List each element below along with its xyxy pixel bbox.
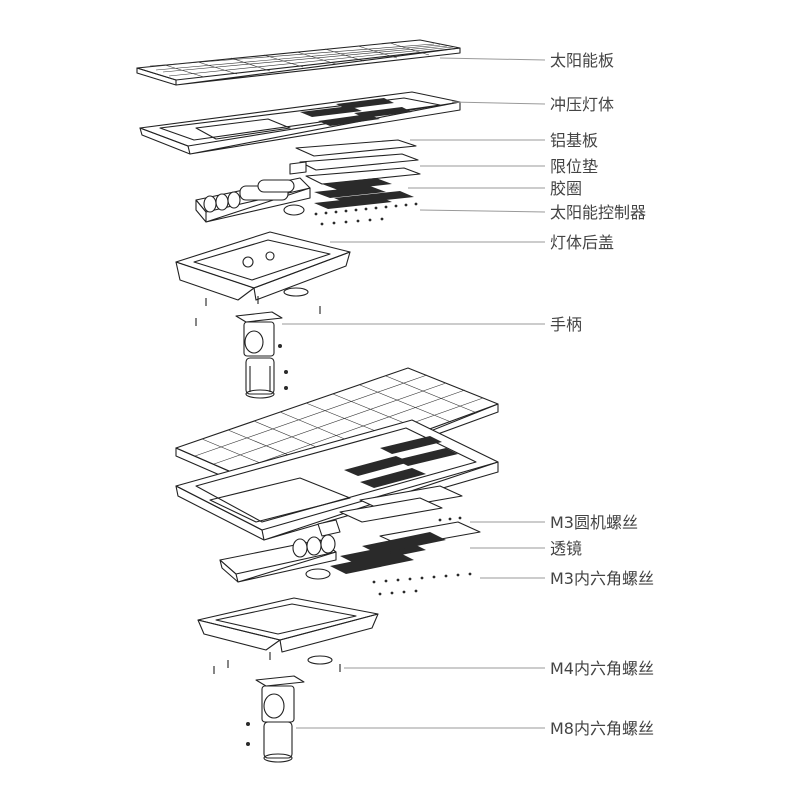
aluminum-board-stack-top [289, 139, 421, 209]
screw-row-top [314, 202, 418, 226]
label-aluminum-board: 铝基板 [550, 131, 598, 150]
screws-rear-cover-bottom [213, 652, 341, 674]
solar-controller-battery-bottom [219, 534, 337, 583]
solar-controller-battery-top [195, 177, 311, 223]
label-lamp-rear-cover: 灯体后盖 [550, 233, 614, 252]
lamp-rear-cover-bottom [197, 597, 379, 665]
solar-panel-top [136, 39, 461, 86]
lamp-rear-cover-top [175, 231, 351, 301]
screw-row-bottom [372, 516, 472, 596]
label-m4-hex-screw: M4内六角螺丝 [550, 659, 654, 678]
label-m3-round-screw: M3圆机螺丝 [550, 513, 638, 532]
label-gasket: 胶圈 [550, 179, 582, 198]
label-solar-controller: 太阳能控制器 [550, 203, 646, 222]
label-m8-hex-screw: M8内六角螺丝 [550, 719, 654, 738]
aluminum-board-stack-bottom [317, 485, 481, 574]
label-handle: 手柄 [550, 315, 582, 334]
label-stamped-lamp-body: 冲压灯体 [550, 95, 614, 114]
handle-top [235, 311, 288, 399]
label-m3-hex-screw: M3内六角螺丝 [550, 569, 654, 588]
leader-lines [282, 57, 546, 729]
label-lens: 透镜 [550, 539, 582, 558]
handle-bottom [246, 675, 305, 763]
label-solar-panel: 太阳能板 [550, 51, 614, 70]
screws-rear-cover-top [195, 296, 321, 326]
label-limit-pad: 限位垫 [550, 157, 598, 176]
